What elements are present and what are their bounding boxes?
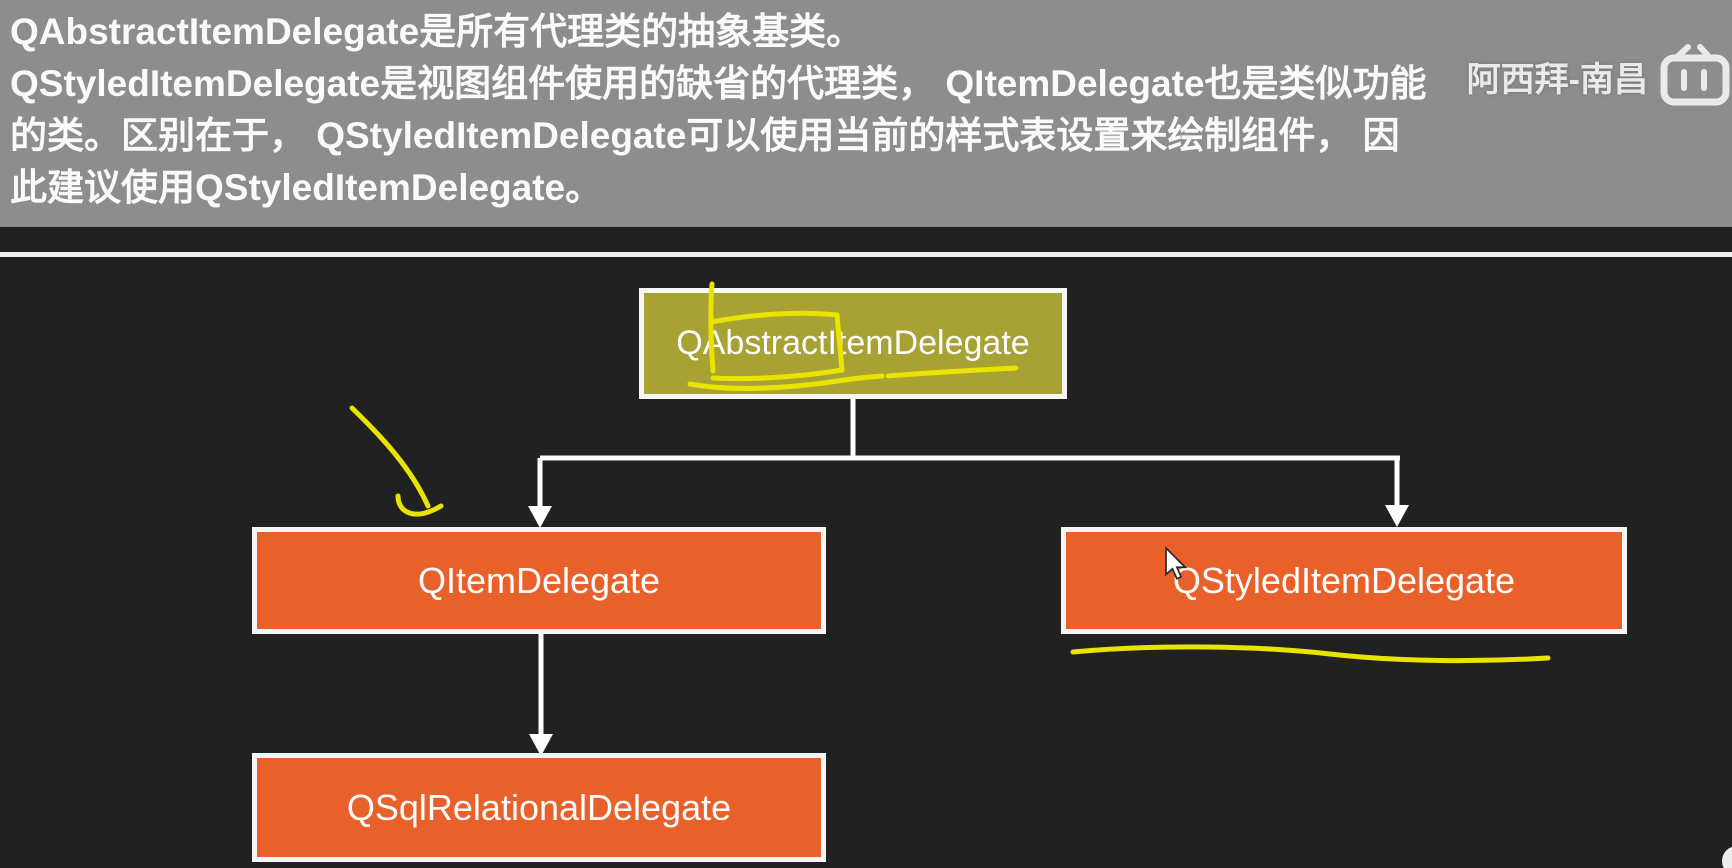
header-line-3: 的类。区别在于， QStyledItemDelegate可以使用当前的样式表设置… [10, 115, 1400, 156]
header-line-4: 此建议使用QStyledItemDelegate。 [10, 167, 603, 208]
node-qsqlrelationaldelegate: QSqlRelationalDelegate [252, 753, 826, 862]
node-label: QItemDelegate [417, 559, 661, 601]
corner-logo-fragment [1722, 846, 1732, 868]
arrowhead-right [1385, 505, 1409, 527]
slide-header: QAbstractItemDelegate是所有代理类的抽象基类。 QStyle… [0, 0, 1732, 227]
ink-arrow-head [395, 493, 444, 517]
ink-underline-styled [1070, 644, 1551, 664]
ink-arrow-shaft [349, 405, 431, 509]
bilibili-logo-icon [1658, 44, 1730, 108]
header-line-2: QStyledItemDelegate是视图组件使用的缺省的代理类， QItem… [10, 63, 1427, 104]
watermark-text: 阿西拜-南昌 [1466, 60, 1648, 99]
node-label: QAbstractItemDelegate [676, 324, 1030, 362]
node-label: QStyledItemDelegate [1172, 559, 1516, 601]
watermark: 阿西拜-南昌 [1467, 44, 1730, 108]
node-label: QSqlRelationalDelegate [346, 786, 732, 828]
header-line-1: QAbstractItemDelegate是所有代理类的抽象基类。 [10, 11, 864, 52]
header-separator-line [0, 252, 1732, 257]
node-qabstractitemdelegate: QAbstractItemDelegate [639, 288, 1067, 399]
arrowhead-left [528, 506, 552, 528]
node-qstyleditemdelegate: QStyledItemDelegate [1061, 527, 1627, 634]
node-qitemdelegate: QItemDelegate [252, 527, 826, 634]
